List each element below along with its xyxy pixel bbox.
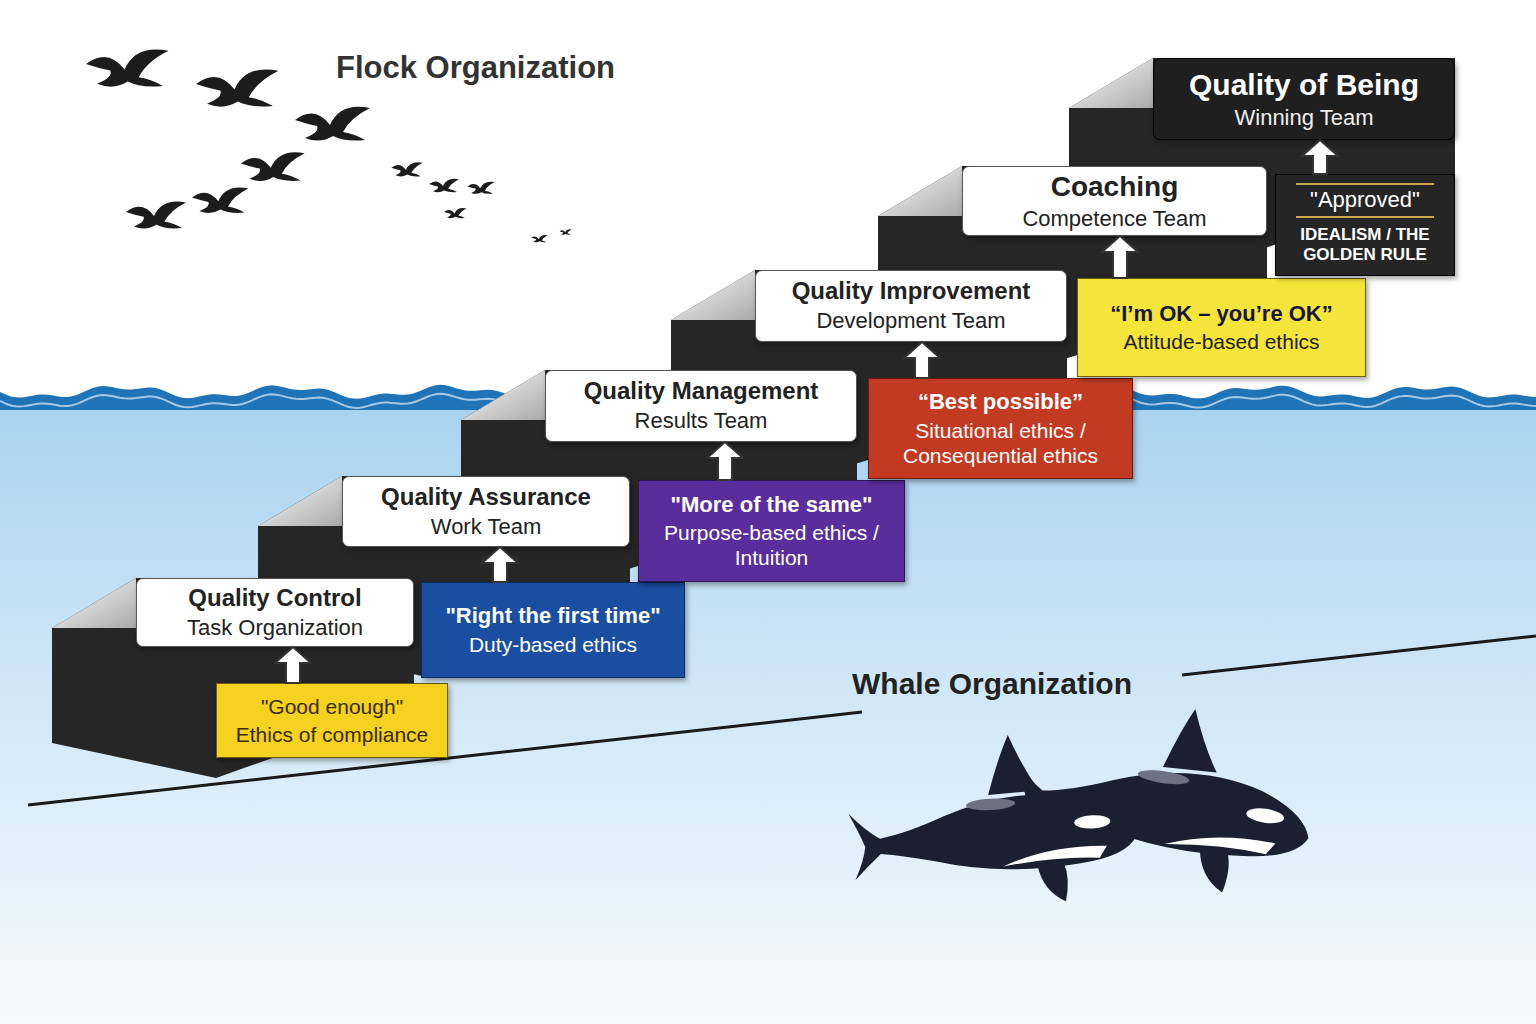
level-box: Quality AssuranceWork Team — [342, 476, 630, 547]
ethics-box: "Right the first time"Duty-based ethics — [421, 582, 685, 678]
bird-silhouette — [241, 152, 305, 181]
bird-silhouette — [126, 201, 186, 228]
box-heading: Quality Improvement — [792, 276, 1031, 307]
level-box: Quality ManagementResults Team — [545, 370, 857, 442]
upward-arrow — [707, 442, 743, 480]
bird-silhouette — [295, 107, 370, 141]
box-subtitle: Ethics of compliance — [236, 721, 429, 748]
box-heading: Coaching — [1051, 169, 1179, 205]
upward-arrow — [1102, 236, 1138, 278]
bird-silhouette — [531, 235, 548, 242]
box-heading: “I’m OK – you’re OK” — [1110, 300, 1333, 328]
bird-silhouette — [429, 179, 459, 193]
stair-tread — [258, 476, 342, 526]
orca-illustration — [845, 729, 1140, 913]
ethics-box: “Best possible”Situational ethics / Cons… — [868, 378, 1133, 479]
ethics-box: “I’m OK – you’re OK”Attitude-based ethic… — [1077, 278, 1366, 377]
box-heading: "Right the first time" — [445, 602, 660, 630]
staircase — [52, 58, 1455, 778]
sea-water — [0, 398, 1536, 1024]
level-box: Quality ControlTask Organization — [136, 578, 414, 647]
bird-silhouette — [444, 208, 467, 218]
bird-silhouette — [192, 188, 248, 213]
level-box: CoachingCompetence Team — [962, 166, 1267, 236]
level-box: Quality ImprovementDevelopment Team — [755, 270, 1067, 342]
box-heading: Quality of Being — [1189, 66, 1419, 104]
box-heading: “Best possible” — [918, 388, 1083, 416]
group-label: Flock Organization — [336, 50, 615, 86]
box-heading: Quality Assurance — [381, 482, 591, 513]
box-heading: "More of the same" — [671, 491, 873, 519]
box-heading: "Good enough" — [261, 693, 403, 720]
upward-arrow — [482, 547, 518, 582]
box-subtitle: Purpose-based ethics / Intuition — [647, 519, 896, 571]
level-box: Quality of BeingWinning Team — [1153, 58, 1455, 140]
bird-silhouette — [196, 69, 279, 106]
box-subtitle: Development Team — [816, 307, 1005, 335]
bird-silhouette — [391, 162, 423, 176]
stair-tread — [671, 270, 755, 320]
box-subtitle: Attitude-based ethics — [1123, 328, 1319, 355]
box-subtitle: Work Team — [431, 513, 541, 541]
ground-line — [1182, 636, 1536, 675]
group-label: Whale Organization — [852, 667, 1132, 701]
stair-tread — [52, 578, 136, 628]
ethics-box: "Approved" IDEALISM / THE GOLDEN RULE — [1275, 174, 1455, 276]
ethics-box: "Good enough"Ethics of compliance — [216, 683, 448, 758]
box-subtitle: Task Organization — [187, 614, 363, 642]
box-subtitle: Results Team — [635, 407, 768, 435]
box-subtitle: IDEALISM / THE GOLDEN RULE — [1284, 224, 1446, 267]
stair-tread — [878, 166, 962, 216]
upward-arrow — [904, 342, 940, 378]
stair-tread — [1069, 58, 1153, 108]
bird-silhouette — [86, 49, 169, 86]
bird-silhouette — [468, 182, 495, 194]
upward-arrow — [1302, 140, 1338, 174]
upward-arrow — [275, 647, 311, 683]
box-subtitle: Situational ethics / Consequential ethic… — [877, 417, 1124, 469]
ethics-box: "More of the same"Purpose-based ethics /… — [638, 480, 905, 582]
box-heading: Quality Control — [188, 583, 361, 614]
box-subtitle: Winning Team — [1235, 104, 1374, 132]
box-heading: Quality Management — [584, 376, 819, 407]
bird-silhouette — [560, 229, 572, 234]
box-heading: "Approved" — [1296, 183, 1434, 217]
box-subtitle: Competence Team — [1022, 205, 1206, 233]
stair-tread — [461, 370, 545, 420]
box-subtitle: Duty-based ethics — [469, 631, 637, 658]
